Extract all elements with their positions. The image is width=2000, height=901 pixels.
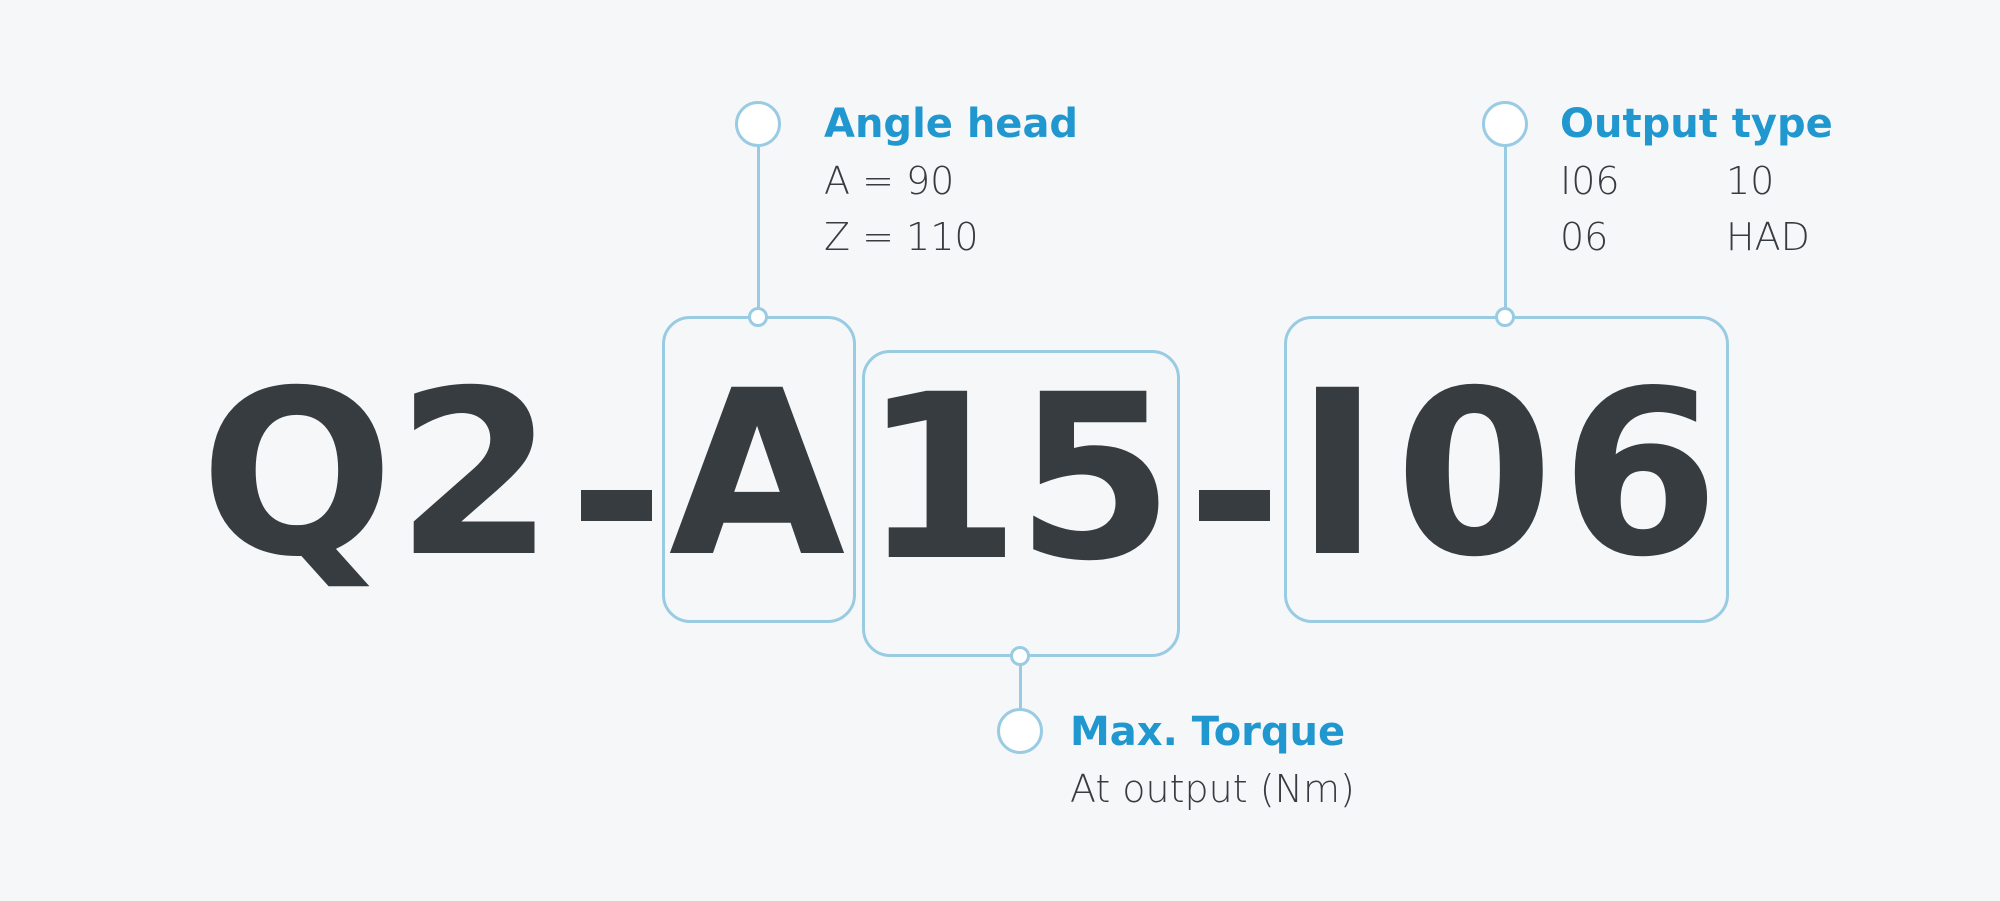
output-type-anchor-dot [1495,307,1515,327]
angle-head-anchor-dot [748,307,768,327]
angle-head-option-z: Z = 110 [824,215,979,259]
output-type-connector-line [1504,145,1507,317]
code-char-q: Q [200,341,394,607]
angle-head-callout-dot [735,101,781,147]
code-char-5: 5 [1015,345,1175,611]
max-torque-title: Max. Torque [1070,709,1346,755]
output-type-option-value: HAD [1726,215,1810,259]
angle-head-title: Angle head [824,101,1079,147]
code-char-2: 2 [395,341,555,607]
max-torque-frame [862,350,1180,657]
angle-head-frame [662,316,856,623]
code-char-i: I [1295,341,1380,607]
output-type-callout-dot [1482,101,1528,147]
output-type-option-code: 06 [1560,215,1609,259]
max-torque-connector-line [1019,656,1022,708]
code-dash-2 [1199,490,1270,521]
code-char-1: 1 [862,345,1021,611]
output-type-title: Output type [1560,101,1833,147]
code-char-6: 6 [1560,341,1720,607]
max-torque-callout-dot [997,708,1043,754]
code-char-a: A [668,341,846,607]
output-type-option-code: I06 [1560,159,1620,203]
code-char-0: 0 [1395,341,1554,607]
angle-head-option-a: A = 90 [824,159,955,203]
max-torque-anchor-dot [1010,646,1030,666]
angle-head-connector-line [757,145,760,317]
max-torque-description: At output (Nm) [1070,767,1355,811]
output-type-option-value: 10 [1726,159,1775,203]
code-dash-1 [581,490,652,521]
output-type-frame [1284,316,1729,623]
